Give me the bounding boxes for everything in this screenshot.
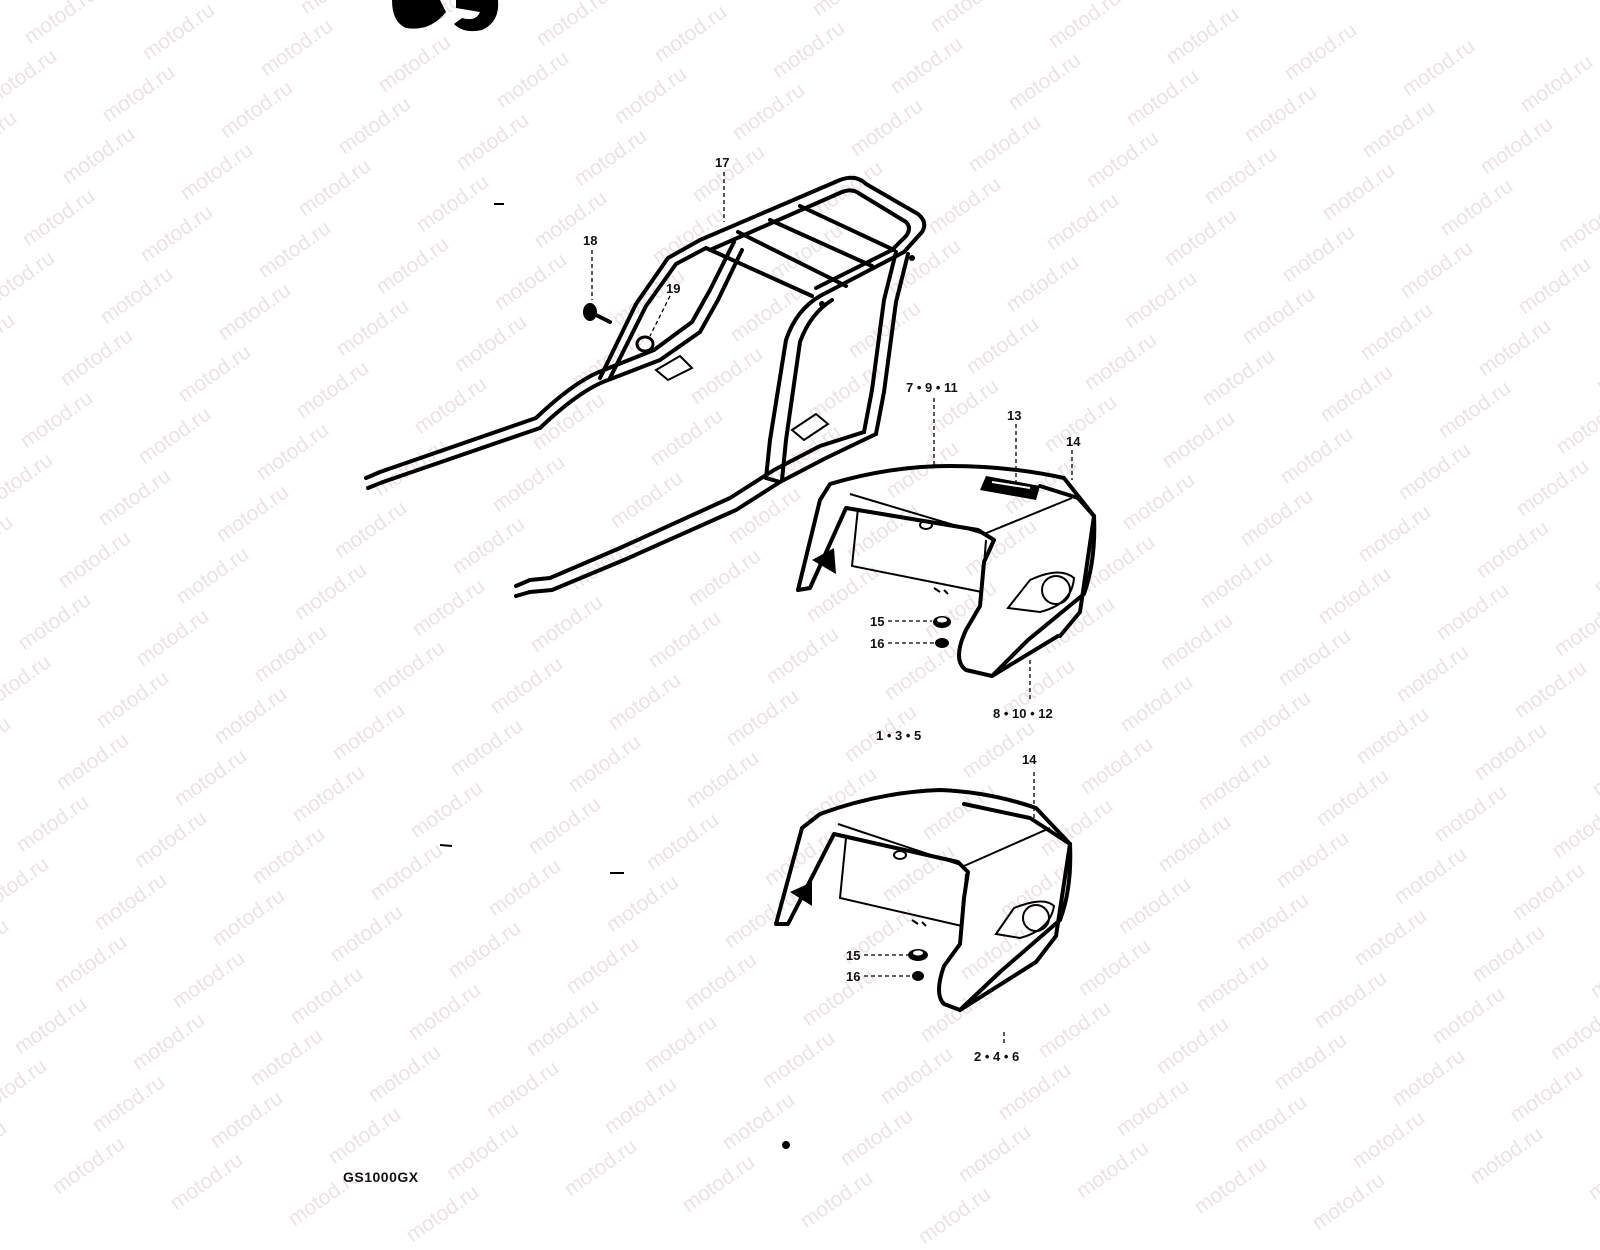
callout-17: 17 <box>715 155 729 170</box>
cushion <box>908 949 928 961</box>
callout-2-4-6: 2 • 4 • 6 <box>974 1049 1019 1064</box>
heading-fragment <box>392 0 499 32</box>
rear-carrier-frame <box>364 175 927 598</box>
nut <box>912 971 924 981</box>
callout-16-top: 16 <box>870 636 884 651</box>
callout-7-9-11: 7 • 9 • 11 <box>906 380 958 395</box>
callout-19: 19 <box>666 281 680 296</box>
parts-diagram: 17 18 19 7 • 9 • 11 13 14 15 16 8 • 10 •… <box>364 0 1097 1149</box>
cushion <box>933 616 951 628</box>
model-label: GS1000GX <box>343 1169 419 1185</box>
callout-14-top: 14 <box>1066 434 1081 449</box>
callout-1-3-5: 1 • 3 • 5 <box>876 728 921 743</box>
seat-tail-cover-lower <box>774 788 1073 1012</box>
seat-tail-cover-upper <box>796 464 1097 678</box>
callout-18: 18 <box>583 233 597 248</box>
washer <box>635 335 655 353</box>
callout-15-bottom: 15 <box>846 948 860 963</box>
trim-strip <box>1038 484 1096 518</box>
callout-13: 13 <box>1007 408 1021 423</box>
callout-16-bottom: 16 <box>846 969 860 984</box>
nut <box>935 638 949 648</box>
callout-14-bottom: 14 <box>1022 752 1037 767</box>
callout-8-10-12: 8 • 10 • 12 <box>993 706 1053 721</box>
callout-15-top: 15 <box>870 614 884 629</box>
leader-lines <box>591 172 1073 1044</box>
bolt <box>583 303 612 324</box>
emblem <box>980 476 1040 500</box>
